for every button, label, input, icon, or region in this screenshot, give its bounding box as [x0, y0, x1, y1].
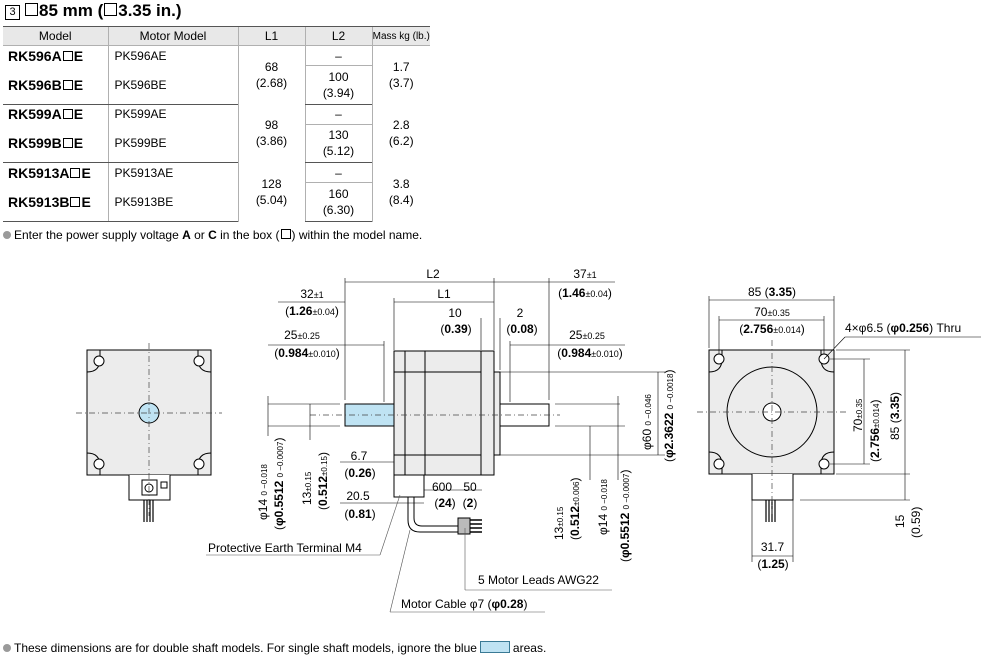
dim-70: 70±0.35 [754, 305, 790, 319]
left-end-view [76, 343, 222, 522]
blue-area-swatch [479, 641, 510, 653]
dim-20-5-in: (0.81) [344, 507, 376, 521]
dim-85-vertical: 85 (3.35) [888, 391, 902, 440]
dim-13-right-in: (0.512±0.006) [568, 477, 582, 540]
dim-85: 85 (3.35) [747, 285, 797, 299]
voltage-note: Enter the power supply voltage A or C in… [3, 228, 422, 243]
dim-37: 37±1 [573, 267, 597, 281]
spec-table: Model Motor Model L1 L2 Mass kg (lb.) RK… [3, 26, 430, 222]
dim-25-left-in: (0.984±0.010) [274, 346, 340, 360]
dim-600: 600 [431, 480, 453, 494]
bullet-icon [3, 644, 11, 652]
callout-motor-cable: Motor Cable φ7 (φ0.28) [401, 597, 528, 611]
col-l1: L1 [237, 26, 305, 46]
right-end-view [697, 340, 846, 522]
dim-2-in: (0.08) [506, 322, 538, 336]
dim-70-vertical: 70±0.35 [851, 398, 865, 432]
side-view [310, 350, 560, 535]
dim-phi14-left-in: (φ0.5512 0 −0.0007) [272, 437, 286, 530]
dim-10: 10 [448, 306, 462, 320]
callout-motor-leads: 5 Motor Leads AWG22 [478, 573, 599, 587]
square-symbol [25, 3, 38, 16]
dim-6-7-in: (0.26) [344, 466, 376, 480]
dim-70-vertical-in: (2.756±0.014) [868, 399, 882, 462]
dim-phi14-right: φ14 0 −0.018 [596, 479, 610, 535]
dim-25-left: 25±0.25 [284, 328, 320, 342]
dim-50-in: (2) [462, 496, 478, 510]
dim-31-7-in: (1.25) [757, 557, 789, 571]
callout-pe-terminal: Protective Earth Terminal M4 [208, 541, 362, 555]
dim-32: 32±1 [300, 287, 324, 301]
col-motor-model: Motor Model [107, 26, 238, 46]
dim-50: 50 [463, 480, 477, 494]
dim-6-7: 6.7 [350, 449, 368, 463]
col-l2: L2 [304, 26, 372, 46]
dim-2: 2 [516, 306, 524, 320]
dim-phi60-in: (φ2.3622 0 −0.0018) [662, 369, 676, 462]
bullet-icon [3, 231, 11, 239]
square-symbol [104, 3, 118, 16]
dim-l2: L2 [426, 267, 440, 281]
dim-13-right: 13±0.15 [552, 506, 566, 540]
dim-l1: L1 [437, 287, 451, 301]
dim-holes: 4×φ6.5 (φ0.256) Thru [845, 321, 962, 335]
dim-70-in: (2.756±0.014) [739, 322, 805, 336]
section-index: 3 [5, 5, 20, 20]
dim-15-in: (0.59) [909, 506, 923, 538]
dim-600-in: (24) [434, 496, 456, 510]
dimension-lines [267, 278, 981, 562]
col-mass: Mass kg (lb.) [371, 26, 430, 46]
dim-31-7: 31.7 [760, 540, 785, 554]
dim-25-right-in: (0.984±0.010) [557, 346, 623, 360]
dim-15: 15 [893, 514, 907, 528]
dim-20-5: 20.5 [346, 489, 370, 503]
dim-10-in: (0.39) [440, 322, 472, 336]
dim-phi14-right-in: (φ0.5512 0 −0.0007) [618, 469, 632, 562]
dim-13-left-in: (0.512±0.15) [316, 452, 330, 510]
dim-37-in: (1.46±0.04) [558, 286, 612, 300]
callout-leaders [206, 494, 612, 613]
shaft-note: These dimensions are for double shaft mo… [3, 641, 546, 656]
dim-phi60: φ60 0 −0.046 [640, 394, 654, 450]
dim-25-right: 25±0.25 [569, 328, 605, 342]
dim-13-left: 13±0.15 [300, 471, 314, 505]
dim-phi14-left: φ14 0 −0.018 [256, 464, 270, 520]
dim-32-in: (1.26±0.04) [285, 304, 339, 318]
col-model: Model [3, 26, 108, 46]
